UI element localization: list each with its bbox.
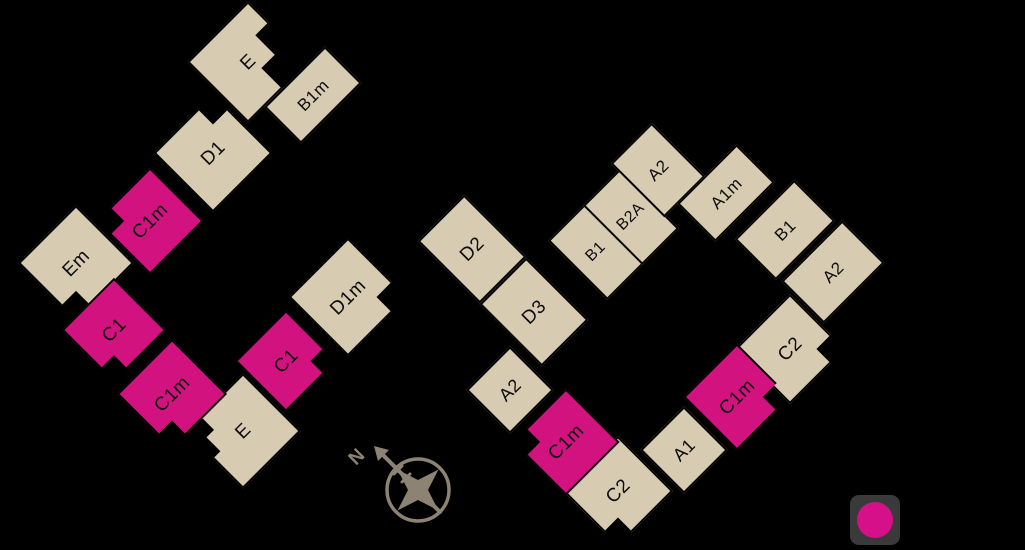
unit-label: B2A	[613, 199, 648, 234]
compass-rose-icon: N	[348, 445, 451, 523]
unit-label: A1	[668, 434, 700, 466]
highlight-dot-icon	[857, 502, 893, 538]
unit-label: E	[235, 49, 261, 75]
unit-label: C1m	[543, 419, 589, 465]
unit-label: C2	[773, 332, 807, 366]
unit-label: D1	[196, 136, 230, 170]
unit-label: C1m	[714, 374, 760, 420]
unit-label: A1m	[706, 173, 746, 213]
legend-highlight-button[interactable]	[850, 495, 900, 545]
unit-label: Em	[58, 245, 94, 281]
unit-label: D1m	[325, 274, 371, 320]
unit-label: B1m	[293, 75, 333, 115]
compass-star	[397, 469, 439, 511]
unit-label: E	[230, 418, 256, 444]
unit-label: A2	[818, 257, 848, 287]
unit-label: A2	[643, 155, 673, 185]
unit-label: C1	[97, 313, 131, 347]
compass-north-label: N	[348, 445, 369, 470]
unit-label: A2	[494, 374, 526, 406]
unit-block-b1m-0[interactable]: B1m	[264, 46, 362, 144]
unit-label: C2	[601, 474, 635, 508]
compass-arrowhead	[374, 446, 389, 461]
unit-label: B1	[582, 238, 609, 265]
unit-label: C1	[269, 344, 303, 378]
unit-label: D2	[455, 232, 489, 266]
unit-label: D3	[517, 295, 551, 329]
unit-label: C1m	[149, 371, 195, 417]
unit-label: C1m	[127, 198, 173, 244]
unit-label: B1	[770, 215, 800, 245]
compass-circle	[385, 457, 451, 523]
